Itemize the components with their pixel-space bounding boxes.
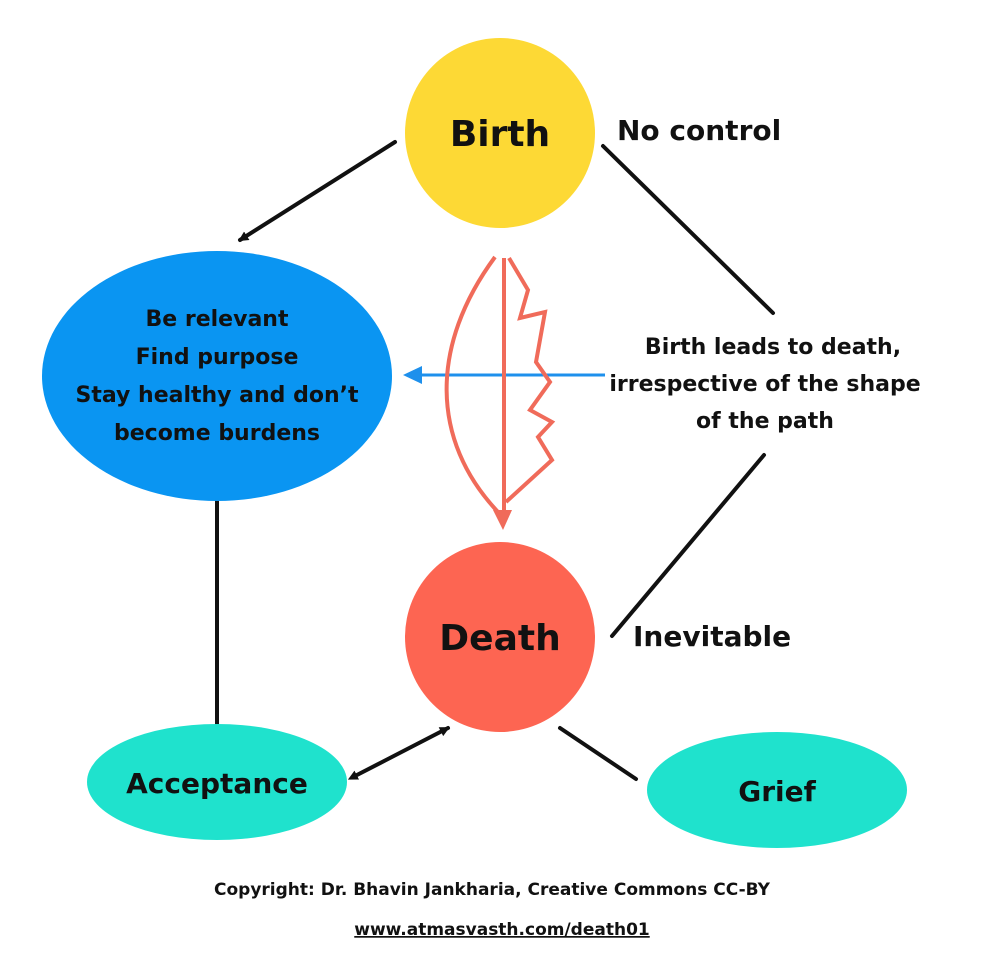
path-arrowhead	[493, 510, 512, 530]
jagged-path	[504, 256, 556, 504]
death-to-grief-line	[558, 726, 638, 781]
note-to-death-line	[610, 453, 766, 638]
birth-to-goals-arrow	[238, 140, 397, 242]
acceptance-death-arrow	[347, 726, 450, 780]
curved-path-arrow	[444, 255, 500, 514]
birth-to-note-line	[601, 144, 775, 315]
connectors	[215, 140, 775, 781]
acceptance-node	[87, 724, 347, 840]
source-link[interactable]: www.atmasvasth.com/death01	[354, 920, 649, 940]
goals-text: Be relevant Find purpose Stay healthy an…	[76, 307, 359, 446]
birth-death-paths	[444, 255, 556, 530]
goals-line: Find purpose	[136, 345, 299, 370]
path-note-line: Birth leads to death,	[645, 335, 901, 360]
goals-line: Be relevant	[146, 307, 289, 332]
pointer-arrow	[403, 366, 605, 384]
grief-node	[647, 732, 907, 848]
no-control-label: No control	[617, 114, 781, 147]
path-note: Birth leads to death, irrespective of th…	[609, 335, 920, 434]
path-note-line: of the path	[696, 409, 834, 434]
inevitable-label: Inevitable	[633, 620, 791, 653]
death-node	[405, 542, 595, 732]
birth-node	[405, 38, 595, 228]
goals-line: Stay healthy and don’t	[76, 383, 359, 408]
goals-node	[42, 251, 392, 501]
copyright-text: Copyright: Dr. Bhavin Jankharia, Creativ…	[214, 880, 771, 900]
path-note-line: irrespective of the shape	[609, 372, 920, 397]
death-label: Death	[439, 618, 560, 659]
acceptance-label: Acceptance	[126, 767, 308, 800]
birth-label: Birth	[450, 114, 550, 155]
goals-line: become burdens	[114, 421, 320, 446]
grief-label: Grief	[738, 775, 816, 808]
